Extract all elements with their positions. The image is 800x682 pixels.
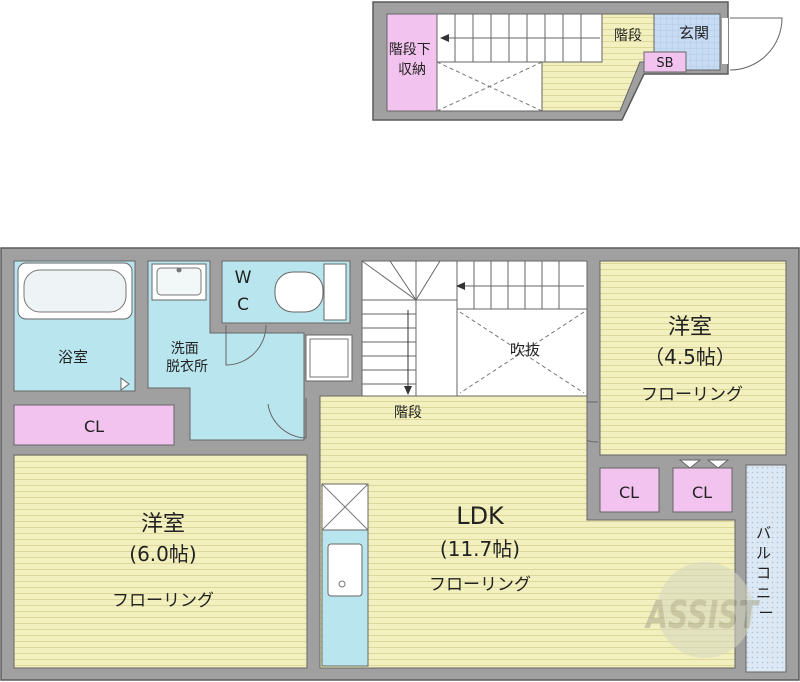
closet-left-room [13,404,175,446]
washroom-label-line1: 洗面 [171,341,199,357]
western-room-small-floor: フローリング [641,385,743,405]
watermark-text: ASSIST [644,593,761,637]
ldk-name: LDK [456,502,505,530]
under-stair-storage-label: 階段下 収納 [389,42,435,78]
washing-machine-pan [305,334,353,382]
under-stair-storage-label-line2: 収納 [398,62,426,78]
western-room-large-size: (6.0帖) [129,542,196,566]
lower-floor: ASSIST 浴室 洗面 脱衣所 W C 吹抜 階段 洋室 （4.5帖） フロー… [0,247,800,681]
upper-stairs-label: 階段 [614,28,642,44]
closet-mid-label: CL [619,483,639,502]
balcony-label-c2: ル [756,544,771,562]
western-room-large-floor: フローリング [112,591,214,611]
toilet-tank [323,263,347,321]
wc-door-swing [225,324,267,366]
balcony-label-c5: ー [758,604,773,622]
upper-stair-treads [445,14,600,62]
closet-right-room [672,467,733,513]
under-stair-storage-label-line1: 階段下 [389,42,431,58]
wc-w-label: W [235,268,252,288]
balcony-label: バ ル コ ニ ー [756,524,776,622]
western-room-large-name: 洋室 [141,512,185,537]
closet-left-label: CL [84,417,104,436]
balcony-label-c4: ニ [756,584,771,602]
western-room-small [599,260,787,456]
western-room-small-size: （4.5帖） [644,345,736,369]
void-label: 吹抜 [510,341,540,359]
bath-label: 浴室 [58,348,88,366]
western-room-large [13,454,308,669]
toilet-bowl [274,271,324,313]
entrance-label: 玄関 [679,24,709,42]
washroom-label-line2: 脱衣所 [166,359,208,375]
lower-stair-treads [361,260,457,396]
upper-stair-run [456,260,588,310]
void [456,308,588,397]
entry-door-swing [729,17,783,71]
under-stair-storage-room [386,13,438,112]
closet-mid-room [599,467,660,513]
shoe-box-label: SB [656,56,673,71]
balcony [745,464,787,673]
watermark: ASSIST [644,562,761,658]
closet-right-label: CL [692,483,712,502]
western-room-small-name: 洋室 [668,315,712,340]
ldk-floor: フローリング [429,575,531,595]
washroom-label: 洗面 脱衣所 [166,341,208,375]
wc-c-label: C [237,295,249,315]
washroom-door-swing [267,398,307,439]
balcony-label-c1: バ [756,524,771,542]
upper-floor: 階段下 収納 階段 玄関 SB [372,1,783,121]
ldk-size: (11.7帖) [440,537,520,561]
shoe-box [643,51,687,73]
balcony-label-c3: コ [756,564,771,582]
kitchen-sink [327,543,363,597]
upper-stair-arrow [440,34,449,42]
lower-stairs-label: 階段 [394,405,422,421]
ldk-room [319,395,736,669]
